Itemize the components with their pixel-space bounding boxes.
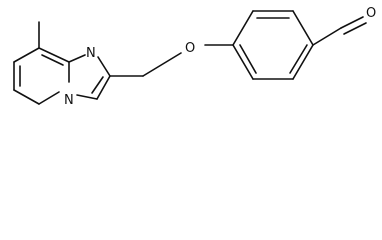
bond <box>13 47 40 63</box>
imidazole-nitrogen-label: N <box>86 46 96 61</box>
imidazole-ring <box>68 54 111 100</box>
bond <box>97 56 111 77</box>
double-bond-inner <box>91 76 104 94</box>
benzene-ring <box>232 10 314 80</box>
bond <box>13 89 40 105</box>
bond <box>38 91 60 105</box>
bond <box>232 10 254 46</box>
bond-aryl-cho <box>312 27 342 46</box>
molecule-drawing: N N O O <box>13 6 376 108</box>
bond <box>292 44 314 80</box>
double-bond-inner <box>239 44 257 74</box>
bond <box>68 54 86 63</box>
double-bond-inner <box>41 54 64 66</box>
ether-oxygen-label: O <box>185 41 195 56</box>
bond <box>76 94 98 100</box>
aldehyde-oxygen-label: O <box>366 6 376 21</box>
pyridine-nitrogen-label: N <box>64 93 74 108</box>
bond-aldehyde-co <box>340 16 364 29</box>
bond <box>292 10 314 46</box>
pyridine-ring <box>13 47 70 105</box>
bond-ch2-o <box>142 52 182 77</box>
double-bond-inner <box>289 44 308 74</box>
bond <box>96 75 111 100</box>
bond <box>232 44 254 80</box>
bond <box>38 47 70 63</box>
chemical-structure-diagram: N N O O <box>13 6 376 108</box>
bond-aldehyde-co-double <box>343 22 367 35</box>
